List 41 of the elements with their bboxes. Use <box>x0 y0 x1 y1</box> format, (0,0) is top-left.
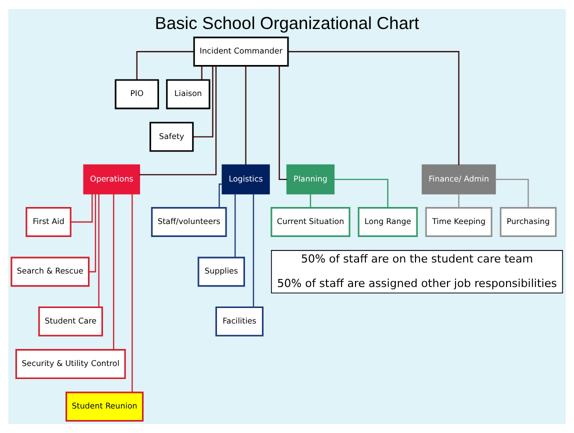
node-box: Current Situation <box>270 207 350 238</box>
connector <box>458 194 460 208</box>
node-box: Facilities <box>215 306 264 336</box>
connector <box>334 178 388 208</box>
connector <box>136 51 194 80</box>
connector <box>278 66 288 180</box>
node-box: Planning <box>286 164 335 194</box>
node-box: PIO <box>114 79 159 110</box>
connector <box>113 194 114 350</box>
diagram-title: Basic School Organizational Chart <box>154 13 420 34</box>
node-box: Incident Commander <box>193 36 289 67</box>
connector <box>193 66 214 138</box>
connector <box>245 66 246 165</box>
node-box: Operations <box>83 164 140 194</box>
node-box: Staff/volunteers <box>151 207 227 238</box>
connector <box>132 194 133 392</box>
node-box: Student Care <box>38 306 103 336</box>
connector <box>252 194 254 308</box>
node-box: Search & Rescue <box>10 256 90 287</box>
connector <box>201 66 202 80</box>
connector <box>70 194 93 223</box>
connector <box>310 194 312 208</box>
node-box: Security & Utility Control <box>15 349 126 380</box>
node-box: Finance/ Admin <box>422 164 496 194</box>
node-box: Supplies <box>198 256 245 287</box>
node-box: Liaison <box>166 79 210 110</box>
node-box: 50% of staff are on the student care team 50% of staff are assigned other job responsibilities <box>271 250 563 294</box>
node-box: Safety <box>150 122 194 152</box>
node-box: First Aid <box>26 207 72 238</box>
connector <box>495 178 529 208</box>
connector <box>98 194 100 308</box>
connector <box>234 194 236 258</box>
connector <box>218 184 222 208</box>
connector <box>139 66 217 176</box>
node-box: Logistics <box>222 164 270 194</box>
node-box: Purchasing <box>500 207 557 238</box>
connector <box>288 51 460 165</box>
node-box: Student Reunion <box>66 392 144 422</box>
node-box: Long Range <box>358 207 418 238</box>
connector <box>88 194 96 272</box>
node-box: Time Keeping <box>425 207 492 238</box>
